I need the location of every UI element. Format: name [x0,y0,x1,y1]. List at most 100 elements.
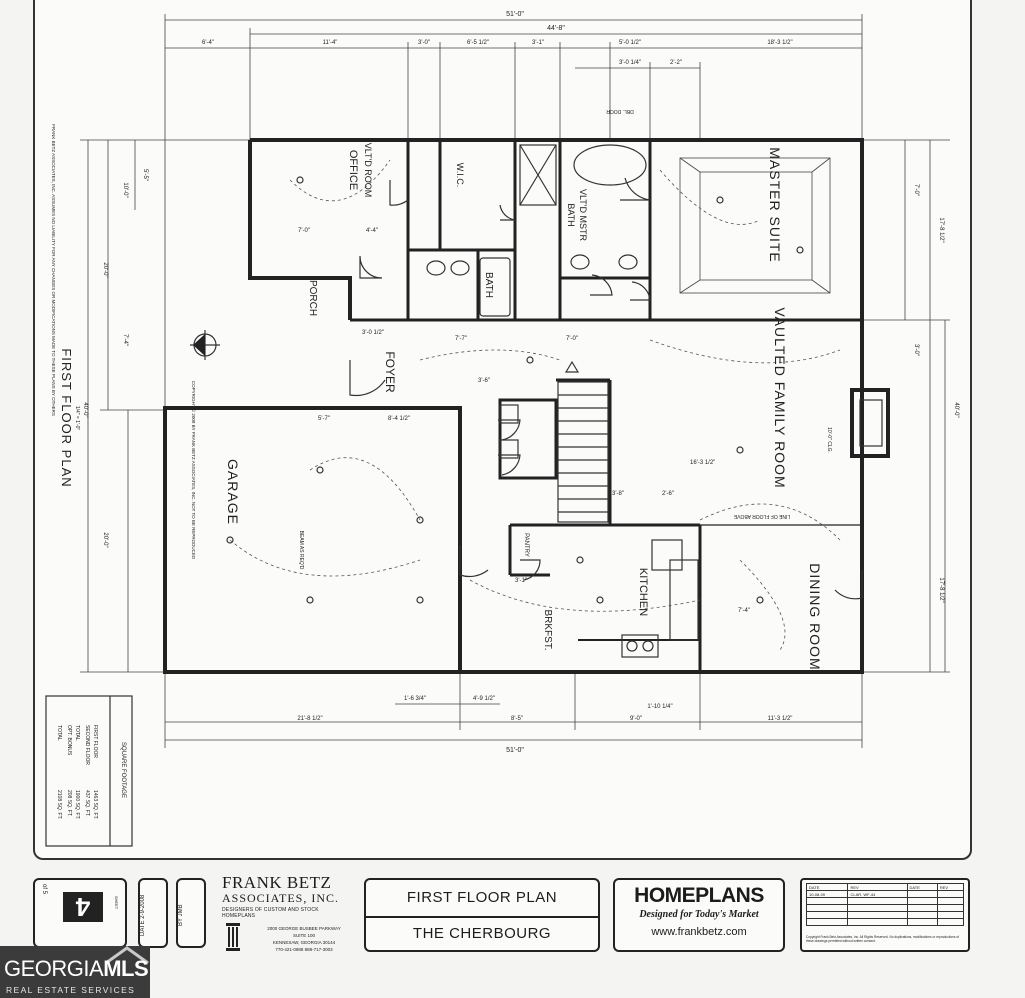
dim-bottom-6: 1'-6 3/4" [404,696,426,702]
copyright-note: COPYRIGHT © 2008 BY FRANK BETZ ASSOCIATE… [191,381,197,560]
dim-top-6: 6'-5 1/2" [467,40,489,46]
note-floor-above: LINE OF FLOOR ABOVE [733,513,790,519]
dim-top-4: 11'-4" [323,40,338,46]
dimension-lines-left: 10'-0" 20'-0" 40'-0" 5'-5" 7'-4" 20'-0" [80,139,250,673]
dim-right-3: 17'-8 1/2" [938,577,944,602]
shower [519,144,557,206]
watermark-brand: GEORGIAMLS [4,956,149,982]
company-address: 2000 GEORGE BUSBEE PARKWAY SUITE 100 KEN… [254,925,354,953]
room-foyer: FOYER [383,351,397,393]
dimension-lines-right: 17'-8 1/2" 40'-0" 17'-8 1/2" 7'-0" 3'-0" [862,139,959,673]
by-label: BY [178,917,184,926]
range [621,634,659,658]
dim-overall-top: 51'-0" [506,11,524,18]
dim-bottom-3: 8'-5" [511,716,523,722]
address-line-1: 2000 GEORGE BUSBEE PARKWAY [267,926,341,931]
column-logo-icon [226,923,240,951]
sheet-label: SHEET [113,895,119,910]
exterior-walls [163,138,890,674]
int-dim-4: 7'-7" [455,336,467,342]
date-box: DATE 2-9-2008 [138,878,168,948]
rev-header: DATE [906,883,938,891]
room-office-sub: VLT'D ROOM [363,143,373,198]
int-dim-5: 3'-6" [478,378,490,384]
dim-right-2: 40'-0" [953,402,959,417]
dim-top-5: 3'-0" [418,40,430,46]
copyright-fine-print: Copyright Frank Betz Associates, Inc. Al… [806,935,960,943]
address-line-3: KENNESAW, GEORGIA 30144 [272,940,336,945]
house-roof-icon [105,946,149,964]
company-name: FRANK BETZ [222,873,332,892]
homeplans-tagline: Designed for Today's Market [639,909,759,920]
room-porch: PORCH [307,280,318,316]
dim-bottom-2: 21'-8 1/2" [297,716,322,722]
rev-cell: 10-08-09 [805,890,849,898]
room-family: VAULTED FAMILY ROOM [772,307,788,488]
rev-header: REV [847,883,908,891]
int-dim-2: 4'-4" [366,228,378,234]
int-dim-11: 7'-4" [738,608,750,614]
dim-top-9: 18'-3 1/2" [767,40,792,46]
int-dim-8: 16'-3 1/2" [690,460,715,466]
dimension-lines-top: 51'-0" 44'-8" 6'-4" 11'-4" 3'-0" 6'-5 1/… [164,11,863,410]
staircase [557,360,609,523]
plan-notes: BEAM AS REQ'D LINE OF FLOOR ABOVE DBL. D… [191,108,832,570]
dim-left-5: 7'-4" [122,334,128,346]
dim-right-5: 3'-0" [913,344,919,356]
room-pantry: PANTRY [523,533,529,557]
sqft-row4-label: OPT. BONUS [66,725,72,756]
revision-table: DATE REV DATE REV 10-08-09 CLAR. WF-44 [805,883,965,926]
interior-walls [350,140,862,672]
address-phone: 770-421-0988 888-717-3003 [275,947,333,952]
company-name-line2: ASSOCIATES, INC. [222,891,340,905]
sheet-title: FIRST FLOOR PLAN [366,880,598,918]
light-fixtures [226,176,804,604]
plan-sheet [33,0,972,860]
dim-overall-bottom: 51'-0" [506,747,524,754]
rev-cell [936,890,965,898]
dim-bottom-5: 11'-3 1/2" [768,716,793,722]
plan-disclaimer: FRANK BETZ ASSOCIATES, INC. ASSUMES NO L… [51,124,56,416]
sqft-row1-value: 1463 SQ. FT. [92,790,98,819]
dim-left-6: 20'-0" [102,532,108,547]
watermark-brand-bold: MLS [103,956,149,981]
int-dim-3: 3'-0 1/2" [362,330,384,336]
homeplans-url: www.frankbetz.com [651,926,747,938]
homeplans-brand: HOMEPLANS [634,884,764,907]
dim-top-2: 44'-8" [547,25,565,32]
homeplans-box: HOMEPLANS Designed for Today's Market ww… [613,878,785,952]
square-footage-box: SQUARE FOOTAGE FIRST FLOOR 1463 SQ. FT. … [45,695,133,847]
dim-left-2: 20'-0" [102,262,108,277]
sheet-number: 4 [63,892,103,922]
dimension-lines-bottom: 51'-0" 21'-8 1/2" 8'-5" 9'-0" 11'-3 1/2"… [164,672,863,754]
interior-dimensions: 7'-0" 4'-4" 3'-0 1/2" 7'-7" 3'-6" 5'-7" … [298,228,750,614]
fireplace [850,388,890,458]
dim-top-10: 3'-0 1/4" [619,60,641,66]
plan-name: THE CHERBOURG [412,925,552,942]
dim-right-1: 17'-8 1/2" [938,217,944,242]
company-block: FRANK BETZ ASSOCIATES, INC. DESIGNERS OF… [222,873,354,960]
rev-cell [906,890,938,898]
dim-left-3: 40'-0" [82,402,88,417]
tray-ceiling [679,157,831,294]
sheet-of: of 5 [41,883,48,895]
room-master-bath: BATH [566,203,576,226]
electrical-wiring [229,159,841,651]
georgia-mls-watermark: GEORGIAMLS REAL ESTATE SERVICES [0,946,150,998]
sqft-row3-value: 1900 SQ. FT. [74,790,80,819]
int-dim-9: 2'-6" [662,491,674,497]
room-master-bath-sub: VLT'D MSTR [578,189,588,242]
dim-bottom-4: 9'-0" [630,716,642,722]
room-garage: GARAGE [225,459,241,525]
sqft-row2-label: SECOND FLOOR [84,725,90,765]
room-bath: BATH [483,272,494,298]
int-dim-6: 5'-7" [318,416,330,422]
int-dim-7: 8'-4 1/2" [388,416,410,422]
kitchen-counter [669,559,699,641]
int-dim-12: 7'-0" [566,336,578,342]
room-labels: OFFICE VLT'D ROOM BATH W.I.C. BATH VLT'D… [225,143,823,671]
rev-cell: CLAR. WF-44 [847,890,908,898]
dim-bottom-7: 4'-9 1/2" [473,696,495,702]
note-beam: BEAM AS REQ'D [298,531,304,570]
sheet-number-box: of 5 SHEET 4 [33,878,127,948]
